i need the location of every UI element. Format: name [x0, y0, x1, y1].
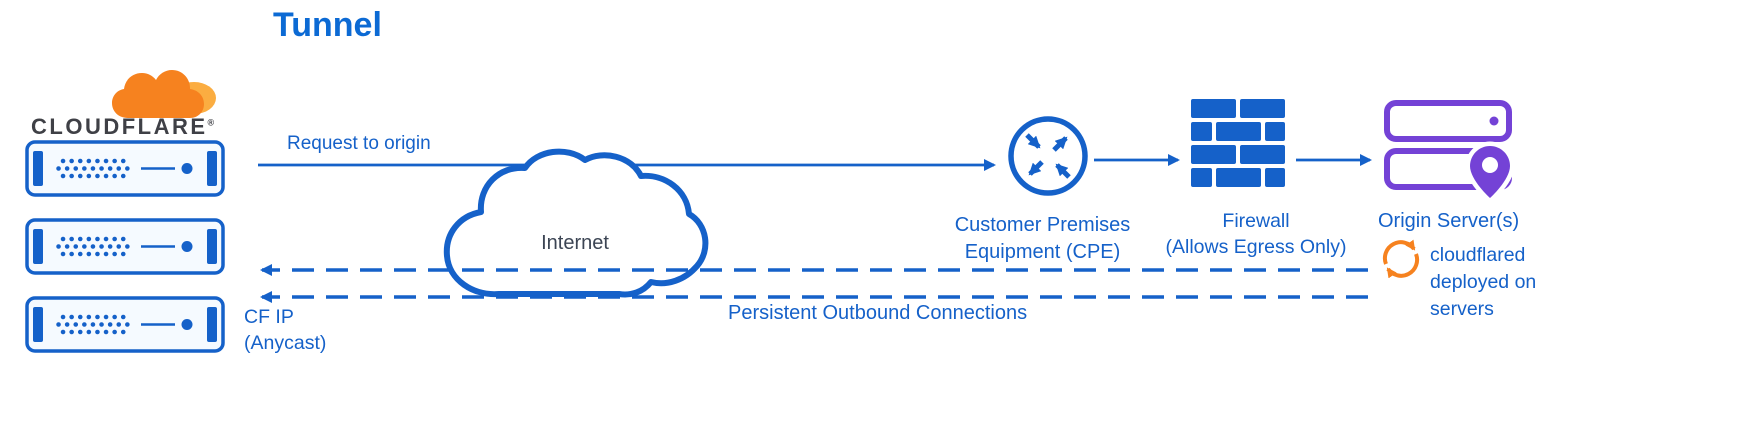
cpe-label: Customer Premises Equipment (CPE) [925, 212, 1160, 266]
cpe-icon [1008, 116, 1088, 196]
location-pin-icon [1465, 141, 1515, 205]
cf-ip-line2: (Anycast) [244, 332, 327, 354]
cloudflared-line1: cloudflared [1430, 244, 1526, 266]
request-to-origin-label: Request to origin [287, 133, 431, 154]
cloudflared-line2: deployed on [1430, 271, 1537, 293]
firewall-icon [1191, 99, 1285, 187]
cf-ip-line1: CF IP [244, 306, 294, 328]
origin-server-icon [1384, 100, 1515, 205]
edge-server-icon-3 [27, 298, 223, 351]
cloudflare-logo-text: CLOUDFLARE® [31, 114, 214, 140]
edge-server-icon-2 [27, 220, 223, 273]
firewall-label-line1: Firewall [1222, 210, 1290, 232]
edge-server-icon-1 [27, 142, 223, 195]
internet-label: Internet [541, 232, 609, 254]
cloudflared-line3: servers [1430, 298, 1494, 320]
cpe-label-line1: Customer Premises [954, 214, 1131, 236]
diagram-title: Tunnel [273, 6, 382, 44]
cloudflare-logo-icon [112, 70, 216, 118]
persistent-outbound-label: Persistent Outbound Connections [728, 302, 1028, 324]
cf-ip-anycast-label: CF IP (Anycast) [244, 304, 326, 356]
cpe-label-line2: Equipment (CPE) [964, 241, 1121, 263]
registered-mark: ® [207, 117, 215, 128]
firewall-label-line2: (Allows Egress Only) [1165, 236, 1347, 258]
origin-server-label: Origin Server(s) [1378, 210, 1520, 232]
brand-name: CLOUDFLARE [31, 114, 208, 139]
cloudflared-sync-icon [1382, 239, 1420, 279]
internet-cloud-icon [443, 148, 709, 298]
firewall-label: Firewall (Allows Egress Only) [1145, 208, 1367, 260]
cloudflared-label: cloudflared deployed on servers [1430, 242, 1536, 323]
